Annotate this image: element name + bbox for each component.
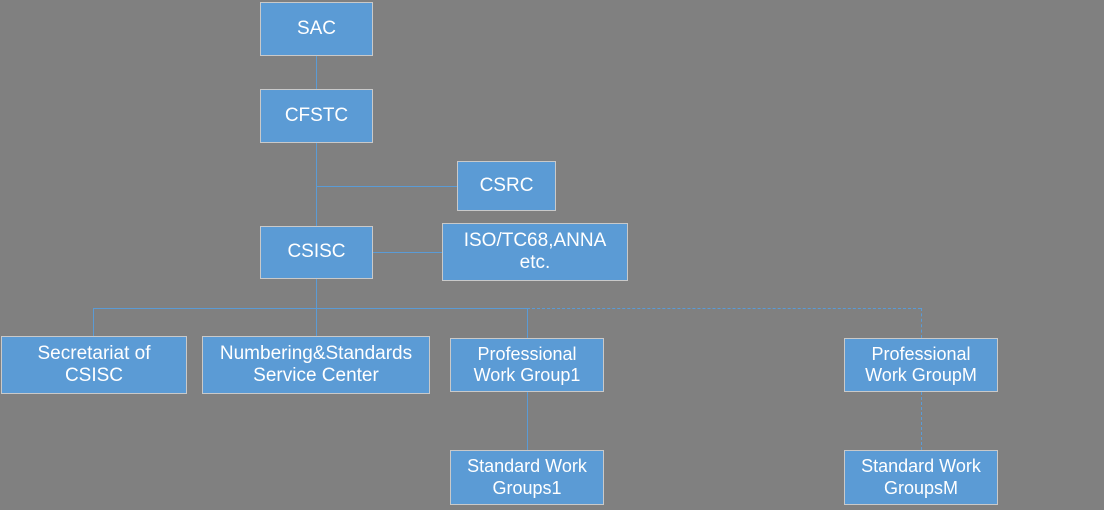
node-standard-work-groups1[interactable]: Standard Work Groups1 — [450, 450, 604, 505]
connector-bus-dashed — [527, 308, 921, 309]
node-csrc[interactable]: CSRC — [457, 161, 556, 211]
connector-bus-secretariat — [93, 308, 94, 336]
node-secretariat-of-csisc[interactable]: Secretariat of CSISC — [1, 336, 187, 394]
connector-csisc-iso — [373, 252, 442, 253]
connector-bus-pwg1 — [527, 308, 528, 338]
connector-bus-solid — [93, 308, 527, 309]
connector-cfstc-csisc — [316, 143, 317, 226]
node-professional-work-groupm[interactable]: Professional Work GroupM — [844, 338, 998, 392]
connector-pwg1-swg1 — [527, 392, 528, 450]
connector-csisc-bus — [316, 279, 317, 308]
connector-bus-pwgm — [921, 308, 922, 338]
node-standard-work-groupsm[interactable]: Standard Work GroupsM — [844, 450, 998, 505]
node-iso-tc68-anna[interactable]: ISO/TC68,ANNA etc. — [442, 223, 628, 281]
node-professional-work-group1[interactable]: Professional Work Group1 — [450, 338, 604, 392]
connector-sac-cfstc — [316, 56, 317, 89]
connector-cfstc-csrc — [316, 186, 457, 187]
node-sac[interactable]: SAC — [260, 2, 373, 56]
connector-bus-numbering — [316, 308, 317, 336]
node-cfstc[interactable]: CFSTC — [260, 89, 373, 143]
node-csisc[interactable]: CSISC — [260, 226, 373, 279]
node-numbering-standards-service-center[interactable]: Numbering&Standards Service Center — [202, 336, 430, 394]
connector-pwgm-swgm — [921, 392, 922, 450]
